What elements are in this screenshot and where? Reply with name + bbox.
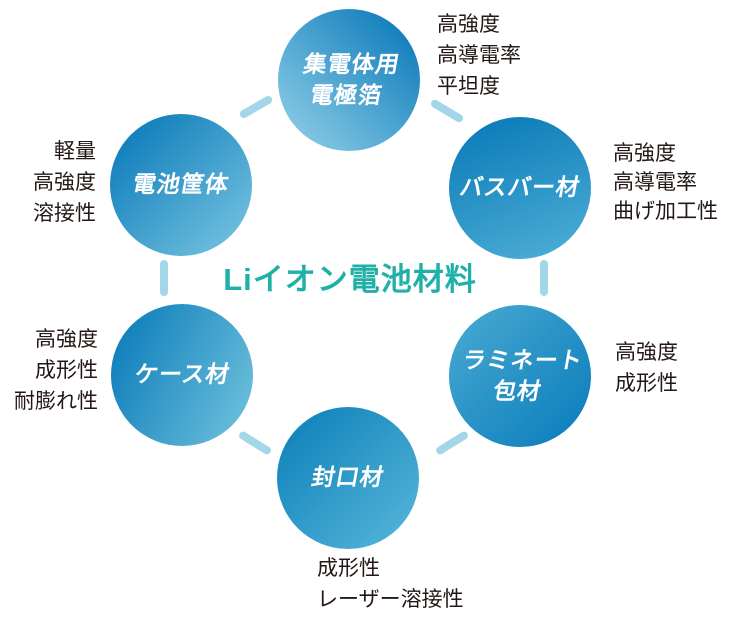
feature-item: 溶接性 — [33, 202, 96, 225]
node-label: ケース材 — [132, 359, 232, 390]
feature-item: 高強度 — [35, 328, 98, 351]
connector-dash-left — [160, 260, 168, 296]
connector-dash-right — [540, 260, 548, 296]
node-label: 集電体用 電極箔 — [296, 49, 403, 111]
node-case-material: ケース材 — [111, 304, 253, 446]
node-label: ラミネート 包材 — [455, 345, 586, 407]
feature-item: 耐膨れ性 — [14, 390, 98, 413]
connector-dash-top-left — [238, 94, 274, 120]
diagram-title: Liイオン電池材料 — [223, 262, 477, 297]
feature-item: 成形性 — [317, 557, 380, 580]
features-sealing-material: 成形性 レーザー溶接性 — [317, 553, 464, 615]
feature-item: 高強度 — [613, 142, 676, 165]
connector-dash-top-right — [429, 98, 465, 124]
node-label-line: ラミネート — [460, 346, 586, 373]
feature-item: 高強度 — [615, 341, 678, 364]
node-label: 封口材 — [309, 462, 387, 493]
feature-item: 高強度 — [33, 171, 96, 194]
feature-item: 平坦度 — [437, 75, 500, 98]
features-laminate-packaging: 高強度 成形性 — [615, 337, 678, 399]
features-current-collector-foil: 高強度 高導電率 平坦度 — [437, 9, 521, 102]
node-label-line: ケース材 — [132, 361, 232, 388]
node-current-collector-foil: 集電体用 電極箔 — [278, 9, 420, 151]
node-busbar-material: バスバー材 — [449, 117, 591, 259]
feature-item: 高導電率 — [613, 171, 697, 194]
node-label-line: 包材 — [491, 378, 544, 404]
features-case-material: 高強度 成形性 耐膨れ性 — [0, 324, 98, 417]
node-laminate-packaging: ラミネート 包材 — [449, 305, 591, 447]
node-label: 電池筐体 — [130, 169, 232, 200]
node-sealing-material: 封口材 — [277, 407, 419, 549]
connector-dash-bottom-right — [434, 430, 470, 456]
node-label-line: 集電体用 — [301, 50, 403, 77]
features-busbar-material: 高強度 高導電率 曲げ加工性 — [613, 139, 718, 226]
feature-item: 軽量 — [54, 140, 96, 163]
node-battery-housing: 電池筐体 — [110, 114, 252, 256]
feature-item: 成形性 — [615, 372, 678, 395]
node-label-line: 封口材 — [309, 464, 387, 491]
feature-item: 曲げ加工性 — [613, 200, 718, 223]
node-label: バスバー材 — [457, 172, 583, 203]
feature-item: レーザー溶接性 — [317, 588, 464, 611]
feature-item: 高導電率 — [437, 44, 521, 67]
feature-item: 高強度 — [437, 13, 500, 36]
node-label-line: バスバー材 — [457, 174, 583, 201]
node-label-line: 電極箔 — [308, 82, 385, 108]
features-battery-housing: 軽量 高強度 溶接性 — [0, 136, 96, 229]
feature-item: 成形性 — [35, 359, 98, 382]
node-label-line: 電池筐体 — [130, 171, 232, 198]
connector-dash-bottom-left — [237, 430, 273, 456]
